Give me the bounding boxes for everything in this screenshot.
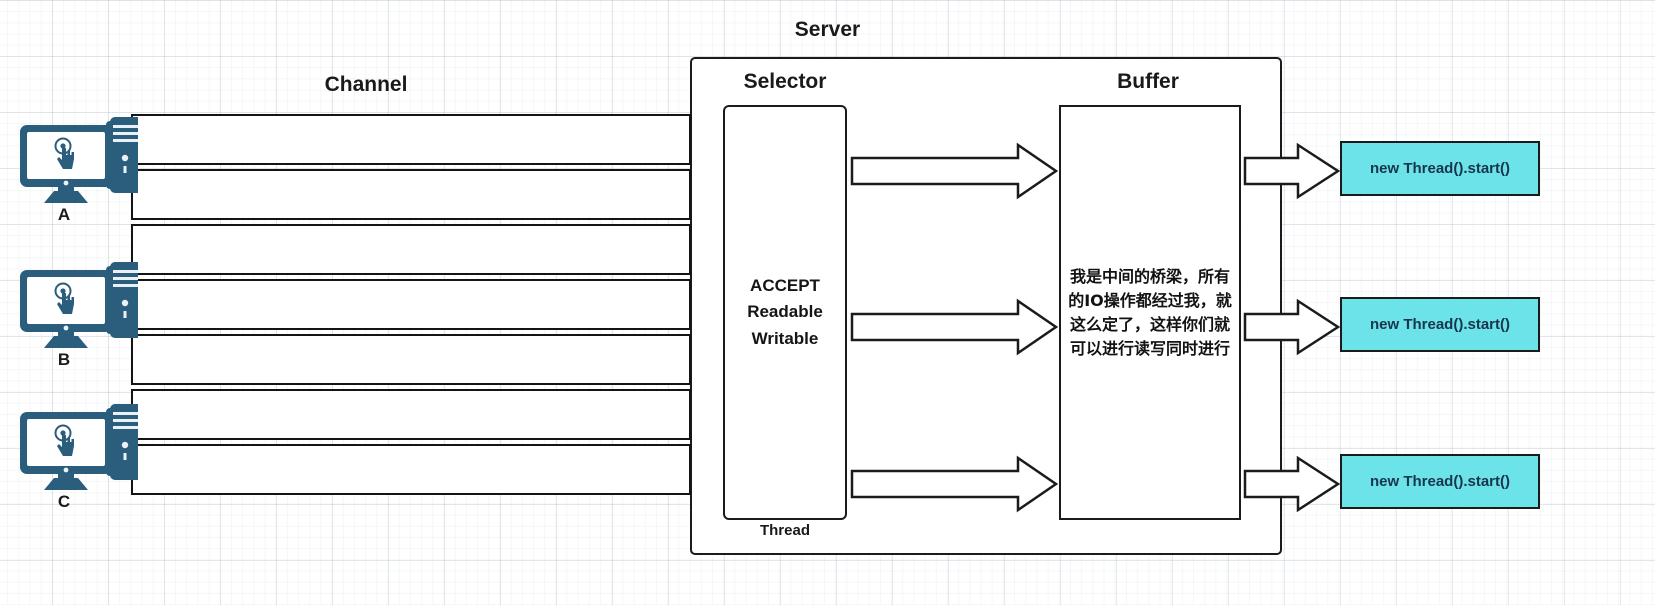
thread-box-3: new Thread().start() bbox=[1340, 454, 1540, 509]
channel-title: Channel bbox=[324, 73, 408, 96]
desktop-computer-icon bbox=[20, 262, 142, 348]
client-machine-c: C bbox=[18, 400, 142, 511]
buffer-note-text: 我是中间的桥梁，所有的IO操作都经过我，就这么定了，这样你们就可以进行读写同时进… bbox=[1068, 266, 1232, 358]
client-machine-a: A bbox=[18, 113, 142, 224]
channel-band bbox=[131, 169, 691, 220]
arrow-buffer-to-thread-2 bbox=[1243, 298, 1341, 356]
buffer-title: Buffer bbox=[1117, 70, 1179, 93]
channel-bands bbox=[131, 114, 691, 499]
channel-band bbox=[131, 334, 691, 385]
selector-state-readable: Readable bbox=[747, 302, 823, 322]
channel-band bbox=[131, 224, 691, 275]
thread-box-1: new Thread().start() bbox=[1340, 141, 1540, 196]
arrow-buffer-to-thread-3 bbox=[1243, 455, 1341, 513]
channel-band bbox=[131, 444, 691, 495]
channel-band bbox=[131, 279, 691, 330]
selector-thread-label: Thread bbox=[759, 522, 810, 539]
selector-title: Selector bbox=[743, 70, 827, 93]
client-label: C bbox=[57, 492, 71, 511]
client-machine-b: B bbox=[18, 258, 142, 369]
client-label: B bbox=[57, 350, 71, 369]
desktop-computer-icon bbox=[20, 404, 142, 490]
selector-box: ACCEPT Readable Writable bbox=[723, 105, 847, 520]
client-label: A bbox=[57, 205, 71, 224]
selector-state-accept: ACCEPT bbox=[750, 275, 820, 295]
thread-box-2: new Thread().start() bbox=[1340, 297, 1540, 352]
arrow-selector-to-buffer-1 bbox=[850, 142, 1059, 200]
channel-band bbox=[131, 389, 691, 440]
server-title: Server bbox=[794, 18, 861, 41]
channel-band bbox=[131, 114, 691, 165]
arrow-selector-to-buffer-3 bbox=[850, 455, 1059, 513]
arrow-buffer-to-thread-1 bbox=[1243, 142, 1341, 200]
selector-state-writable: Writable bbox=[751, 328, 819, 348]
arrow-selector-to-buffer-2 bbox=[850, 298, 1059, 356]
desktop-computer-icon bbox=[20, 117, 142, 203]
buffer-box: 我是中间的桥梁，所有的IO操作都经过我，就这么定了，这样你们就可以进行读写同时进… bbox=[1059, 105, 1241, 520]
